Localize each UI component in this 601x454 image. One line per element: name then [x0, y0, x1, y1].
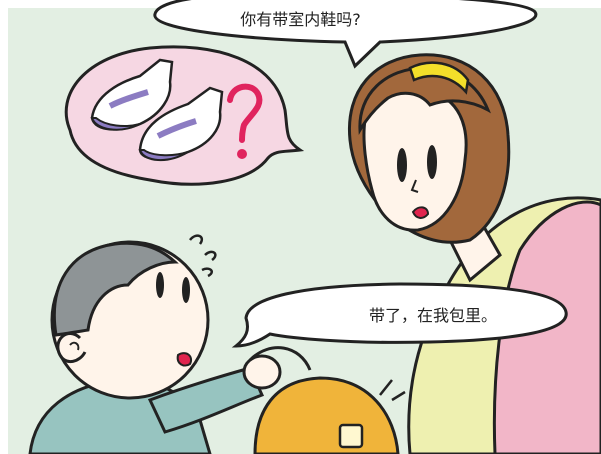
speech-bubble-child — [231, 282, 568, 348]
child-figure — [28, 234, 282, 454]
question-mark-icon — [227, 83, 263, 159]
mother-question-text: 你有带室内鞋吗? — [240, 10, 361, 29]
backpack-figure — [248, 346, 406, 454]
speech-bubble-mother — [153, 0, 538, 69]
child-answer-text: 带了，在我包里。 — [368, 306, 497, 325]
thought-bubble — [64, 45, 305, 186]
indoor-shoes-icon — [90, 58, 224, 161]
